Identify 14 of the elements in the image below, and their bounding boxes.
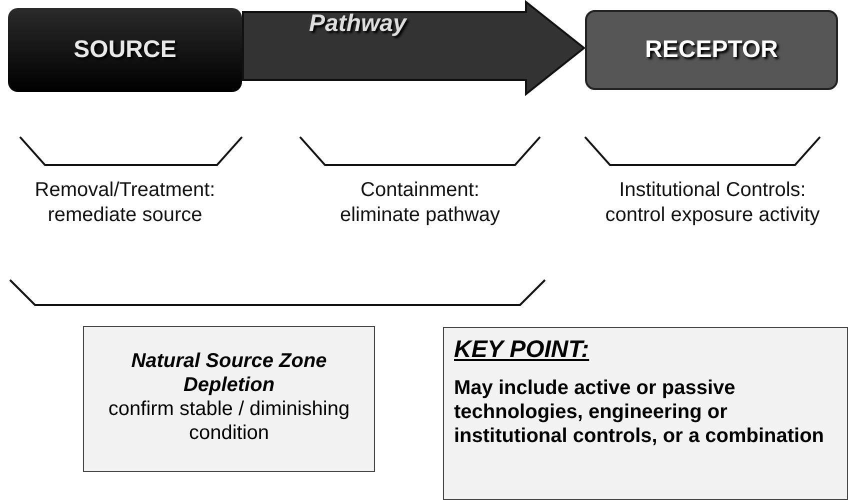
receptor-box bbox=[585, 10, 838, 90]
node-title: KEY POINT: bbox=[454, 338, 590, 362]
node-text: May include active or passive technologies, engineering or institutional controls, or a combination bbox=[454, 376, 826, 448]
node-title: RECEPTOR bbox=[645, 36, 778, 64]
caption-text: Containment: eliminate pathway bbox=[338, 178, 502, 228]
caption-text: Institutional Controls: control exposure activity bbox=[604, 178, 821, 228]
depletion-box bbox=[83, 326, 375, 472]
key-point-box bbox=[443, 327, 848, 500]
node-text: confirm stable / diminishing condition bbox=[107, 397, 351, 445]
source-box bbox=[8, 8, 242, 92]
caption-text: Removal/Treatment: remediate source bbox=[34, 178, 216, 228]
node-title: SOURCE bbox=[74, 36, 176, 64]
block-arrow bbox=[242, 0, 586, 96]
edge-label: Pathway bbox=[309, 10, 406, 38]
